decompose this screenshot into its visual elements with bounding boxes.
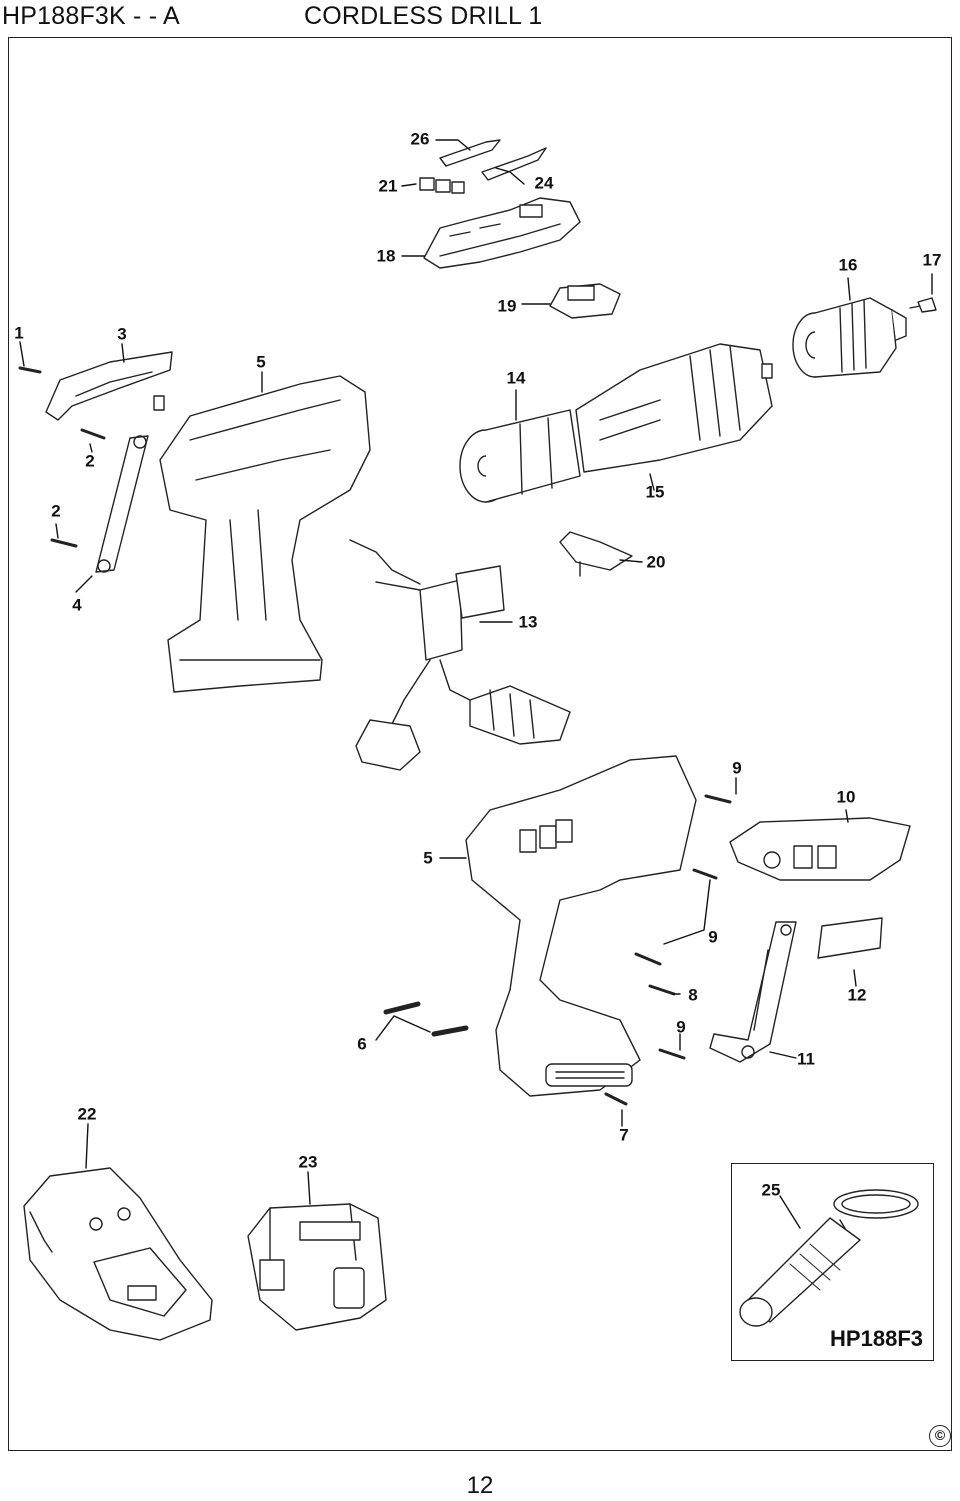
leader-lines: [19, 139, 933, 1229]
callout-10: 10: [836, 787, 856, 807]
callout-5-lower: 5: [423, 848, 433, 868]
callout-2-lower: 2: [51, 501, 61, 521]
callout-11: 11: [797, 1049, 815, 1069]
document-model-code: HP188F3K - - A: [2, 2, 180, 30]
screw-2a-drawing: [80, 428, 106, 440]
callout-16: 16: [838, 255, 858, 275]
callout-15: 15: [645, 482, 665, 502]
housing-5-lower-drawing: [465, 755, 697, 1097]
screw-8-drawing: [648, 984, 676, 996]
callout-22: 22: [77, 1104, 97, 1124]
screw-17-drawing: [909, 297, 937, 313]
callout-12: 12: [847, 985, 867, 1005]
cover-3-drawing: [45, 351, 173, 421]
inset-model-label: HP188F3: [830, 1326, 923, 1351]
callout-9-top: 9: [732, 758, 742, 778]
callout-2-upper: 2: [85, 451, 95, 471]
diagram-frame: [8, 37, 952, 1451]
callout-23: 23: [298, 1152, 318, 1172]
callout-8: 8: [688, 985, 698, 1005]
battery-23-drawing: [247, 1203, 387, 1331]
callout-25: 25: [761, 1180, 781, 1200]
panel-10-drawing: [729, 817, 911, 881]
screw-7-drawing: [604, 1092, 628, 1106]
callout-9-lower: 9: [676, 1017, 686, 1037]
bracket-20-drawing: [559, 531, 633, 577]
callout-4: 4: [72, 595, 82, 615]
screw-9d-drawing: [658, 1048, 686, 1060]
screw-9c-drawing: [634, 952, 662, 966]
bit-holder-21-drawing: [419, 177, 465, 194]
screw-9b-drawing: [692, 868, 718, 880]
callout-3: 3: [117, 324, 127, 344]
springs-6-drawing: [383, 1001, 469, 1037]
callout-9-middle: 9: [708, 927, 718, 947]
screw-2b-drawing: [50, 538, 78, 548]
callout-7: 7: [619, 1125, 629, 1145]
callout-21: 21: [378, 176, 398, 196]
copyright-mark: ©: [929, 1425, 951, 1447]
strap-4-drawing: [95, 435, 149, 573]
bit-26-drawing: [439, 139, 501, 167]
callout-19: 19: [497, 296, 517, 316]
callout-5-upper: 5: [256, 352, 266, 372]
callout-1: 1: [14, 323, 24, 343]
callout-18: 18: [376, 246, 396, 266]
chuck-16-drawing: [792, 297, 907, 378]
motor-14-drawing: [459, 409, 581, 503]
clip-19-drawing: [549, 283, 621, 319]
housing-5-upper-drawing: [159, 375, 371, 693]
callout-20: 20: [646, 552, 666, 572]
callout-14: 14: [506, 368, 526, 388]
bit-24-drawing: [481, 147, 547, 181]
side-handle-inset-box: HP188F3: [731, 1163, 934, 1361]
switch-13-drawing: [349, 539, 571, 771]
page-number: 12: [466, 1472, 494, 1499]
callout-6: 6: [357, 1034, 367, 1054]
document-title: CORDLESS DRILL 1: [304, 2, 543, 30]
callout-24: 24: [534, 173, 554, 193]
charger-22-drawing: [23, 1167, 213, 1341]
bit-holster-18-drawing: [423, 197, 581, 269]
callout-26: 26: [410, 129, 430, 149]
strap-11-drawing: [709, 921, 797, 1063]
label-12-drawing: [817, 917, 883, 959]
side-handle-25-drawing: [739, 1189, 919, 1327]
screw-1-drawing: [18, 366, 42, 374]
screw-9a-drawing: [704, 794, 732, 804]
gearbox-15-drawing: [575, 343, 773, 473]
callout-13: 13: [518, 612, 538, 632]
callout-17: 17: [922, 250, 942, 270]
